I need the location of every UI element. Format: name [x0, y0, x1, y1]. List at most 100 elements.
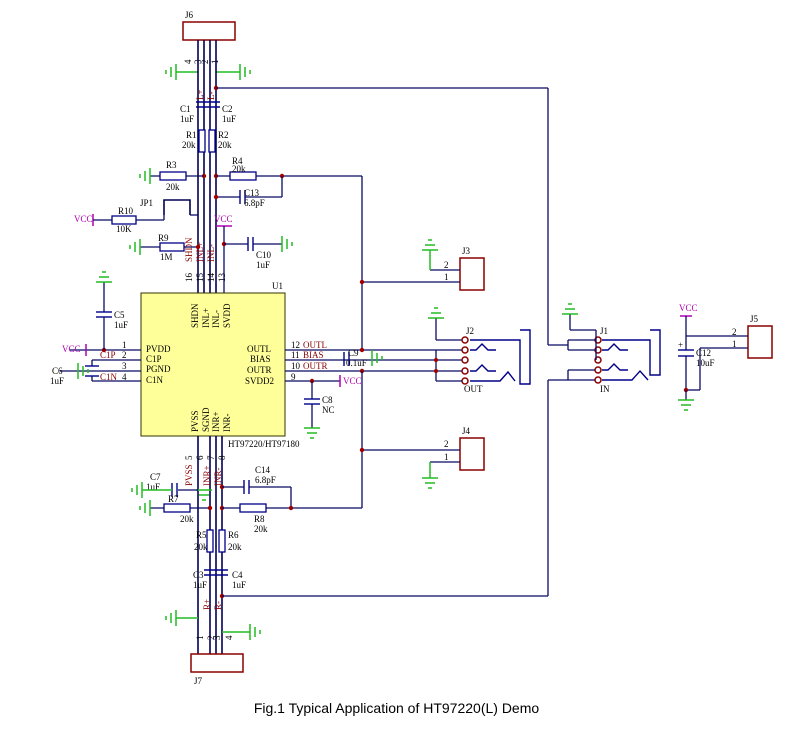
- svg-text:1: 1: [732, 339, 737, 349]
- svg-text:6.8pF: 6.8pF: [244, 198, 265, 208]
- svg-text:VCC: VCC: [343, 376, 362, 386]
- svg-text:C2: C2: [222, 104, 233, 114]
- ground-icon: [139, 500, 151, 516]
- svg-text:20k: 20k: [228, 542, 242, 552]
- svg-text:BIAS: BIAS: [250, 354, 271, 364]
- ground-icon: [96, 271, 112, 283]
- svg-text:PVSS: PVSS: [184, 464, 194, 486]
- svg-text:12: 12: [291, 340, 300, 350]
- ground-icon: [304, 427, 320, 439]
- svg-text:5: 5: [184, 455, 194, 460]
- resistor-r7: [163, 503, 191, 513]
- svg-text:R10: R10: [118, 206, 134, 216]
- resistor-r5: [206, 529, 214, 553]
- connector-j3: J3 2 1: [362, 246, 485, 291]
- resistor-r3: [159, 171, 187, 181]
- svg-text:INL+: INL+: [201, 308, 211, 328]
- ground-icon: [428, 307, 444, 319]
- svg-text:0.1uF: 0.1uF: [346, 358, 367, 368]
- svg-text:C12: C12: [696, 348, 711, 358]
- svg-text:3: 3: [122, 361, 127, 371]
- svg-text:C7: C7: [150, 472, 161, 482]
- svg-text:BIAS: BIAS: [303, 350, 324, 360]
- svg-text:SGND: SGND: [201, 407, 211, 432]
- svg-text:C8: C8: [322, 395, 333, 405]
- svg-text:1M: 1M: [160, 252, 173, 262]
- svg-text:20k: 20k: [232, 164, 246, 174]
- figure-caption: Fig.1 Typical Application of HT97220(L) …: [253, 700, 540, 716]
- resistor-r10: [111, 215, 137, 225]
- svg-text:VCC: VCC: [62, 344, 81, 354]
- svg-text:1uF: 1uF: [50, 376, 64, 386]
- svg-text:INR+: INR+: [202, 465, 212, 486]
- svg-text:SHDN: SHDN: [184, 237, 194, 262]
- svg-text:R6: R6: [228, 530, 239, 540]
- svg-text:INL+: INL+: [195, 242, 205, 262]
- svg-text:OUTL: OUTL: [303, 340, 327, 350]
- svg-text:11: 11: [291, 350, 300, 360]
- svg-text:1uF: 1uF: [193, 580, 207, 590]
- svg-text:1uF: 1uF: [232, 580, 246, 590]
- svg-text:4: 4: [224, 635, 234, 640]
- svg-text:R+: R+: [202, 599, 212, 610]
- svg-text:J7: J7: [194, 676, 203, 686]
- svg-text:2: 2: [732, 327, 737, 337]
- svg-text:R3: R3: [166, 160, 177, 170]
- ground-icon: [678, 399, 694, 411]
- ground-icon: [139, 168, 151, 184]
- svg-text:OUTR: OUTR: [247, 365, 272, 375]
- svg-text:OUTR: OUTR: [303, 361, 328, 371]
- resistor-r1-r2: R1 20k R2 20k: [182, 129, 232, 153]
- svg-text:20k: 20k: [182, 140, 196, 150]
- svg-text:2: 2: [444, 439, 449, 449]
- ic-part-number: HT97220/HT97180: [228, 439, 300, 449]
- svg-text:10: 10: [291, 361, 301, 371]
- svg-text:IN: IN: [600, 384, 610, 394]
- svg-text:1: 1: [444, 452, 449, 462]
- svg-text:C3: C3: [193, 570, 204, 580]
- svg-text:J2: J2: [466, 326, 474, 336]
- svg-text:7: 7: [206, 455, 216, 460]
- svg-text:NC: NC: [322, 405, 335, 415]
- svg-text:10uF: 10uF: [696, 358, 715, 368]
- ground-icon: [422, 239, 438, 270]
- svg-text:1uF: 1uF: [222, 114, 236, 124]
- svg-text:INR-: INR-: [213, 468, 223, 487]
- resistor-r4: [229, 171, 257, 181]
- svg-text:10K: 10K: [116, 224, 132, 234]
- svg-text:R4: R4: [232, 156, 243, 166]
- jack-j2-out: J2 OUT: [434, 318, 531, 394]
- ground-icon: [165, 610, 198, 626]
- svg-text:15: 15: [195, 273, 205, 283]
- ground-icon: [281, 236, 293, 252]
- svg-text:L-: L-: [206, 92, 216, 101]
- jack-j1-in: J1 IN: [548, 314, 661, 394]
- svg-text:1uF: 1uF: [256, 260, 270, 270]
- ground-icon: [77, 363, 89, 379]
- svg-text:J3: J3: [462, 246, 471, 256]
- j6-label: J6: [185, 10, 194, 20]
- ground-icon: [131, 482, 172, 498]
- svg-text:PVSS: PVSS: [190, 410, 200, 432]
- svg-text:2: 2: [206, 636, 216, 641]
- svg-text:R5: R5: [196, 530, 207, 540]
- svg-text:R-: R-: [213, 601, 223, 610]
- svg-text:R8: R8: [254, 514, 265, 524]
- svg-text:16: 16: [184, 273, 194, 283]
- svg-text:1: 1: [210, 60, 220, 65]
- svg-text:PVDD: PVDD: [146, 344, 171, 354]
- svg-text:4: 4: [183, 59, 193, 64]
- ground-icon: [129, 239, 141, 255]
- resistor-r9: [159, 242, 185, 252]
- svg-text:R7: R7: [168, 494, 179, 504]
- svg-text:1: 1: [122, 340, 127, 350]
- svg-text:C1: C1: [180, 104, 191, 114]
- svg-text:2: 2: [444, 260, 449, 270]
- resistor-r8: [239, 503, 267, 513]
- svg-text:OUT: OUT: [464, 384, 483, 394]
- svg-text:PGND: PGND: [146, 364, 171, 374]
- ground-icon: [216, 64, 251, 80]
- svg-text:20k: 20k: [180, 514, 194, 524]
- svg-text:OUTL: OUTL: [247, 344, 271, 354]
